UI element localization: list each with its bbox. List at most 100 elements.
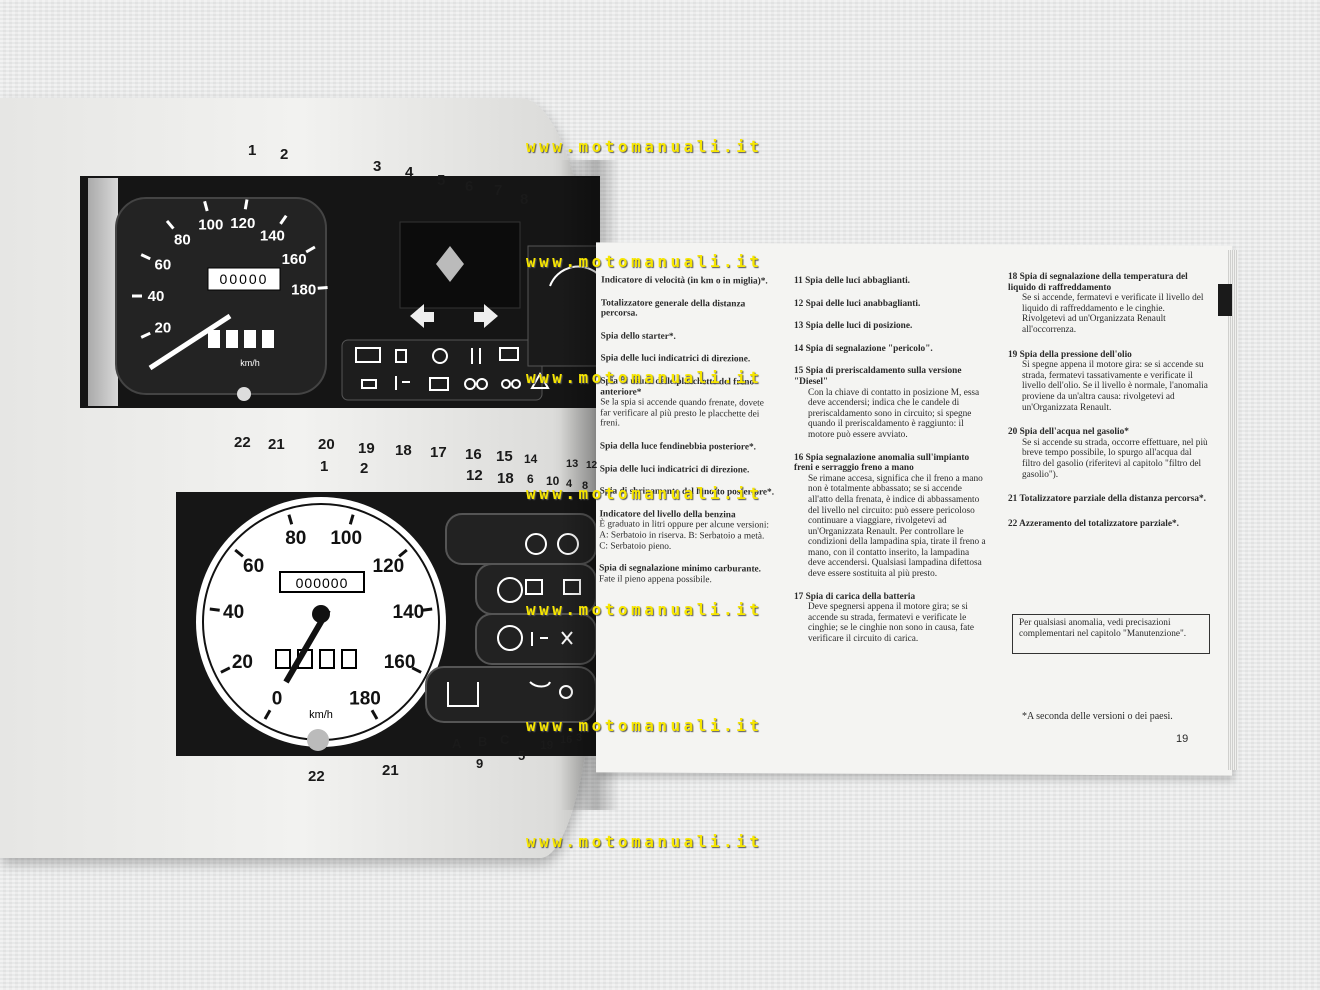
entry-heading: Spia delle luci indicatrici di direzione… (599, 463, 750, 475)
speed-tick-mark (140, 253, 151, 261)
callout-21-bottom: 21 (382, 762, 399, 779)
speed-tick-mark (279, 214, 288, 225)
speed-tick-label: 60 (243, 556, 264, 577)
callout-5-top: 5 (437, 172, 446, 189)
entry-heading: Totalizzatore generale della distanza pe… (600, 297, 746, 319)
text-entry: 11 Spia delle luci abbaglianti. (794, 276, 988, 287)
speed-tick-mark (370, 709, 379, 720)
text-entry: 13 Spia delle luci di posizione. (794, 321, 988, 332)
entry-heading: 22 Azzeramento del totalizzatore parzial… (1008, 518, 1179, 529)
callout-3-top: 3 (373, 158, 382, 175)
watermark-7: www.motomanuali.it (526, 832, 763, 851)
chapter-tab-marker (1218, 284, 1232, 316)
text-column-3: 18 Spia di segnalazione della temperatur… (1008, 272, 1208, 543)
speed-tick-mark (422, 607, 433, 612)
callout-6-top: 6 (465, 178, 474, 195)
callout-3-bottom: 3 (576, 732, 583, 744)
speed-tick-mark (234, 548, 244, 558)
dashboard-highlight (88, 178, 118, 406)
text-entry: 15 Spia di preriscaldamento sulla versio… (794, 366, 988, 440)
odometer-top: 00000 (220, 271, 269, 287)
callout-8-top: 8 (520, 191, 529, 208)
speed-tick-mark (140, 331, 151, 339)
entry-heading: 18 Spia di segnalazione della temperatur… (1008, 272, 1188, 293)
speed-tick-mark (203, 200, 209, 212)
text-entry: Spia delle luci indicatrici di direzione… (601, 354, 777, 366)
callout-21-top: 21 (268, 436, 285, 453)
entry-heading: 21 Totalizzatore parziale della distanza… (1008, 494, 1206, 505)
callout-12-top: 12 (586, 460, 598, 471)
entry-heading: 13 Spia delle luci di posizione. (794, 321, 913, 332)
entry-heading: 11 Spia delle luci abbaglianti. (794, 276, 910, 286)
entry-heading: Spia dello starter*. (600, 331, 676, 342)
callout-15-top: 15 (496, 448, 513, 465)
callout-19-top: 19 (358, 440, 375, 457)
callout-1-bottom: 1 (320, 458, 329, 475)
callout-9: 9 (476, 756, 484, 771)
speed-tick-mark (287, 514, 294, 525)
speed-tick-mark (398, 548, 408, 558)
footnote: *A seconda delle versioni o dei paesi. (1022, 711, 1173, 722)
callout-2-bottom: 2 (360, 460, 369, 477)
callout-14-top: 14 (524, 452, 538, 466)
watermark-2: www.motomanuali.it (526, 252, 763, 271)
entry-body: Se si accende, fermatevi e verificate il… (1022, 293, 1204, 335)
callout-1-top: 1 (248, 142, 257, 159)
speed-tick-label: 160 (282, 251, 307, 268)
callout-22-bottom: 22 (308, 768, 325, 785)
text-entry: Totalizzatore generale della distanza pe… (601, 298, 777, 320)
speed-tick-label: 80 (285, 528, 306, 549)
callout-7-top: 7 (494, 182, 503, 199)
text-entry: 14 Spia di segnalazione "pericolo". (794, 344, 988, 355)
entry-heading: 17 Spia di carica della batteria (794, 591, 916, 602)
entry-heading: 15 Spia di preriscaldamento sulla versio… (794, 366, 962, 387)
speed-tick-mark (317, 286, 328, 290)
text-column-2: 11 Spia delle luci abbaglianti.12 Spai d… (794, 276, 988, 657)
speed-tick-label: 120 (373, 556, 405, 577)
entry-heading: Indicatore di velocità (in km o in migli… (601, 275, 768, 287)
speed-tick-label: 80 (174, 231, 191, 248)
callout-10-bottom: 10 (546, 474, 560, 488)
speed-tick-label: 160 (384, 652, 416, 673)
entry-body: Deve spegnersi appena il motore gira; se… (808, 602, 975, 645)
text-entry: 21 Totalizzatore parziale della distanza… (1008, 494, 1208, 505)
speed-tick-mark (165, 219, 175, 230)
entry-body: Se la spia si accende quando frenate, do… (600, 397, 764, 429)
entry-heading: 20 Spia dell'acqua nel gasolio* (1008, 427, 1129, 438)
callout-18-top: 18 (395, 442, 412, 459)
watermark-6: www.motomanuali.it (526, 716, 763, 735)
watermark-1: www.motomanuali.it (526, 137, 763, 156)
callout-19-bottom: 19 (540, 738, 554, 752)
speed-unit-top: km/h (240, 358, 260, 368)
entry-body: Fate il pieno appena possibile. (598, 574, 712, 585)
entry-body: Si spegne appena il motore gira: se si a… (1022, 360, 1208, 413)
speed-tick-label: 20 (232, 652, 253, 673)
speed-tick-mark (220, 666, 231, 674)
page-edges (1228, 250, 1238, 770)
speed-tick-mark (411, 666, 422, 674)
note-box-text: Per qualsiasi anomalia, vedi precisazion… (1019, 618, 1187, 639)
callout-16-top: 16 (465, 446, 482, 463)
text-entry: 18 Spia di segnalazione della temperatur… (1008, 272, 1208, 336)
speed-tick-label: 100 (198, 217, 223, 234)
entry-heading: 14 Spia di segnalazione "pericolo". (794, 343, 933, 354)
speed-tick-mark (263, 709, 272, 720)
watermark-4: www.motomanuali.it (526, 484, 763, 503)
callout-5-bottom: 5 (518, 748, 526, 763)
text-column-1: Indicatore di velocità (in km o in migli… (599, 275, 777, 598)
text-entry: Spia dello starter*. (601, 331, 777, 343)
speed-tick-label: 40 (148, 288, 165, 305)
entry-heading: 19 Spia della pressione dell'olio (1008, 349, 1132, 360)
text-entry: Indicatore di velocità (in km o in migli… (601, 275, 777, 287)
speed-tick-label: 40 (223, 602, 244, 623)
callout-12-bottom: 12 (466, 467, 483, 484)
callout-17-top: 17 (430, 444, 447, 461)
text-entry: Spia delle luci indicatrici di direzione… (600, 464, 776, 476)
speed-tick-label: 120 (230, 215, 255, 232)
